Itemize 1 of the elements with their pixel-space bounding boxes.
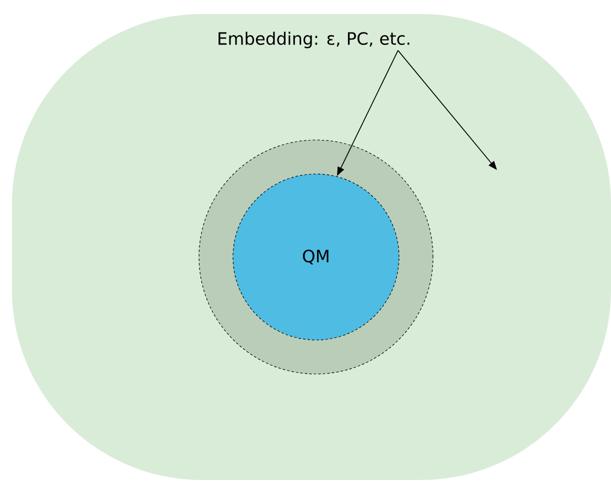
embedding-label: Embedding: ε, PC, etc. <box>218 32 410 48</box>
